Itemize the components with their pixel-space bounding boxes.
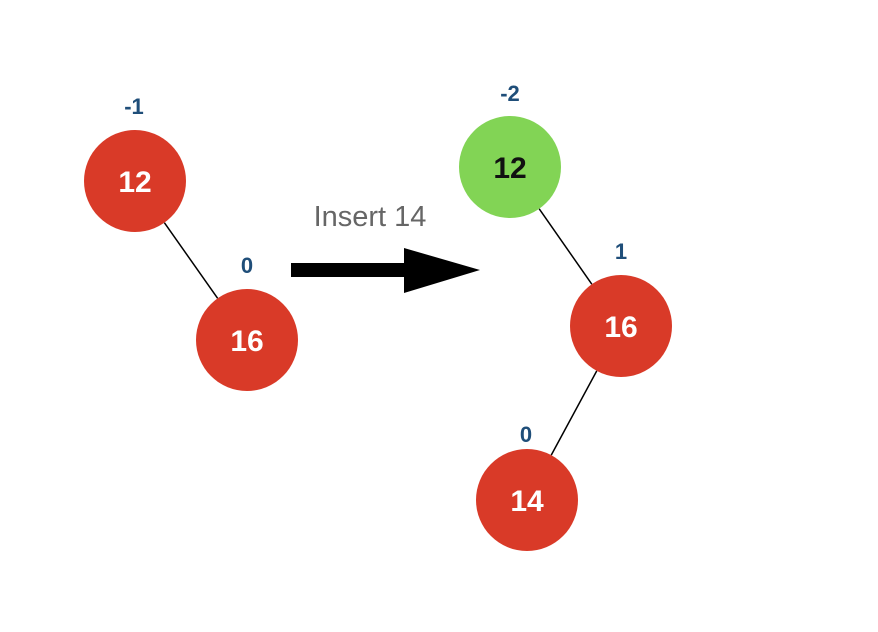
arrow-head (404, 248, 480, 293)
after-edge-a16-a14 (550, 370, 598, 456)
insert-caption: Insert 14 (314, 201, 427, 233)
after-node-12: 12 -2 (459, 81, 561, 218)
before-node-16: 16 0 (196, 253, 298, 391)
arrow-shaft (291, 263, 409, 277)
before-balance-factor-12: -1 (124, 94, 144, 119)
after-balance-factor-14: 0 (520, 422, 532, 447)
before-edge-b12-b16 (163, 222, 219, 299)
tree-nodes: 12 -1 16 0 12 -2 16 1 14 0 (84, 81, 672, 551)
after-node-16: 16 1 (570, 239, 672, 377)
before-node-circle-16 (196, 289, 298, 391)
after-node-circle-12 (459, 116, 561, 218)
after-balance-factor-16: 1 (615, 239, 627, 264)
before-node-value-16: 16 (230, 325, 263, 358)
after-node-value-14: 14 (510, 485, 544, 518)
before-node-circle-12 (84, 130, 186, 232)
transition-arrow (291, 248, 480, 293)
after-node-value-12: 12 (493, 152, 526, 185)
before-balance-factor-16: 0 (241, 253, 253, 278)
before-node-12: 12 -1 (84, 94, 186, 232)
after-node-14: 14 0 (476, 422, 578, 551)
after-node-circle-14 (476, 449, 578, 551)
before-node-value-12: 12 (118, 166, 151, 199)
after-node-value-16: 16 (604, 311, 637, 344)
after-edge-a12-a16 (538, 208, 593, 285)
after-node-circle-16 (570, 275, 672, 377)
after-balance-factor-12: -2 (500, 81, 520, 106)
tree-edges (163, 208, 598, 456)
